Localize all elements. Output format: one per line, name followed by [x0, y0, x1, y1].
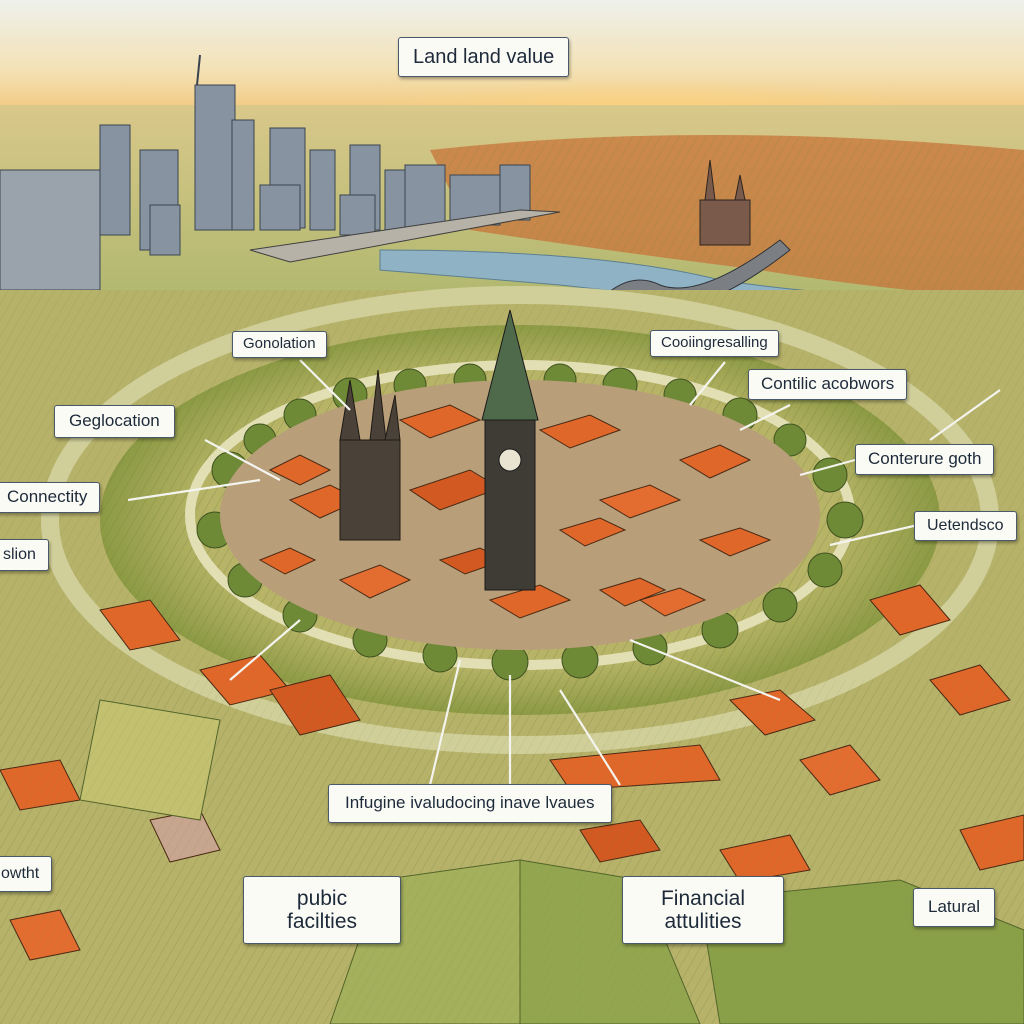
financial-line-1: Financial: [660, 887, 746, 910]
label-contilic: Contilic acobwors: [748, 369, 908, 400]
town-roofs: [258, 404, 772, 619]
cathedral: [339, 369, 401, 541]
label-gonolation: Gonolation: [232, 331, 327, 358]
title-label: Land land value: [398, 37, 570, 77]
label-public-facilities: pubic facilties: [243, 876, 401, 945]
city-skyline: [0, 54, 531, 291]
label-conterure: Conterure goth: [855, 444, 995, 475]
public-line-1: pubic: [296, 887, 348, 910]
clock-tower: [481, 309, 539, 591]
label-infugine: Infugine ivaludocing inave lvaues: [328, 784, 612, 823]
public-line-2: facilties: [286, 910, 358, 934]
label-geglocation: Geglocation: [54, 405, 175, 438]
label-uetend: Uetendsco: [914, 511, 1017, 541]
label-latural: Latural: [913, 888, 995, 927]
financial-line-2: attulities: [664, 910, 742, 934]
label-owtht: owtht: [0, 856, 53, 892]
label-financial: Financial attulities: [622, 876, 784, 945]
distant-cathedral: [699, 159, 751, 246]
label-connectity: Connectity: [0, 482, 101, 513]
label-cooling: Cooiingresalling: [650, 330, 779, 357]
label-slion: slion: [0, 539, 49, 571]
highway-bridge: [249, 209, 561, 263]
